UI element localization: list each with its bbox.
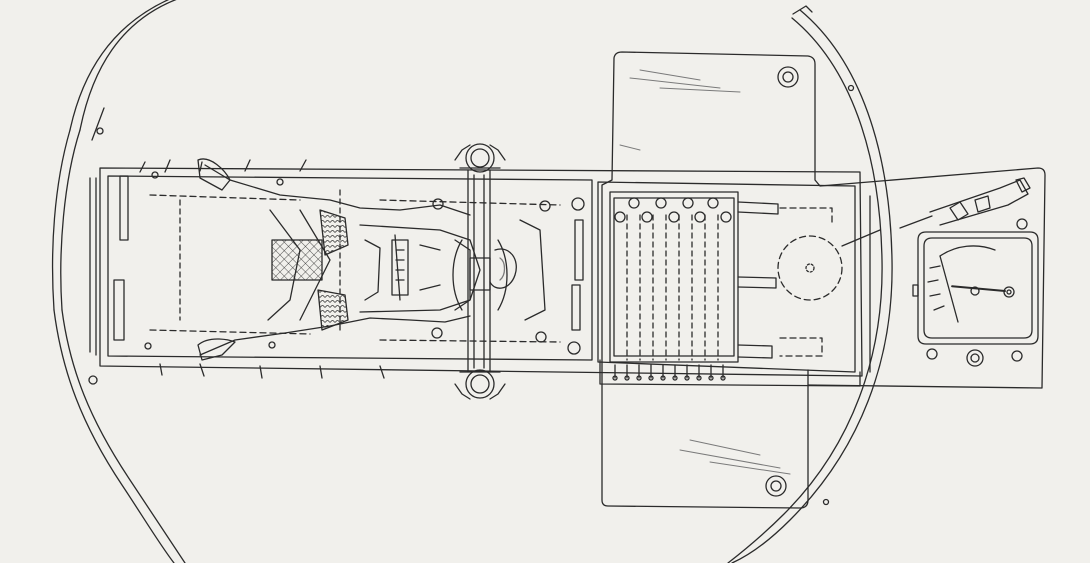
turntable-rim [51,0,893,563]
dial-gauge [899,177,1039,367]
overhead-gantry-bar [452,143,508,400]
patient-table [89,159,871,387]
base-plate [601,51,1046,509]
reclining-figure [197,158,546,361]
restraint-straps [144,171,585,355]
cassette-tray [609,191,881,381]
